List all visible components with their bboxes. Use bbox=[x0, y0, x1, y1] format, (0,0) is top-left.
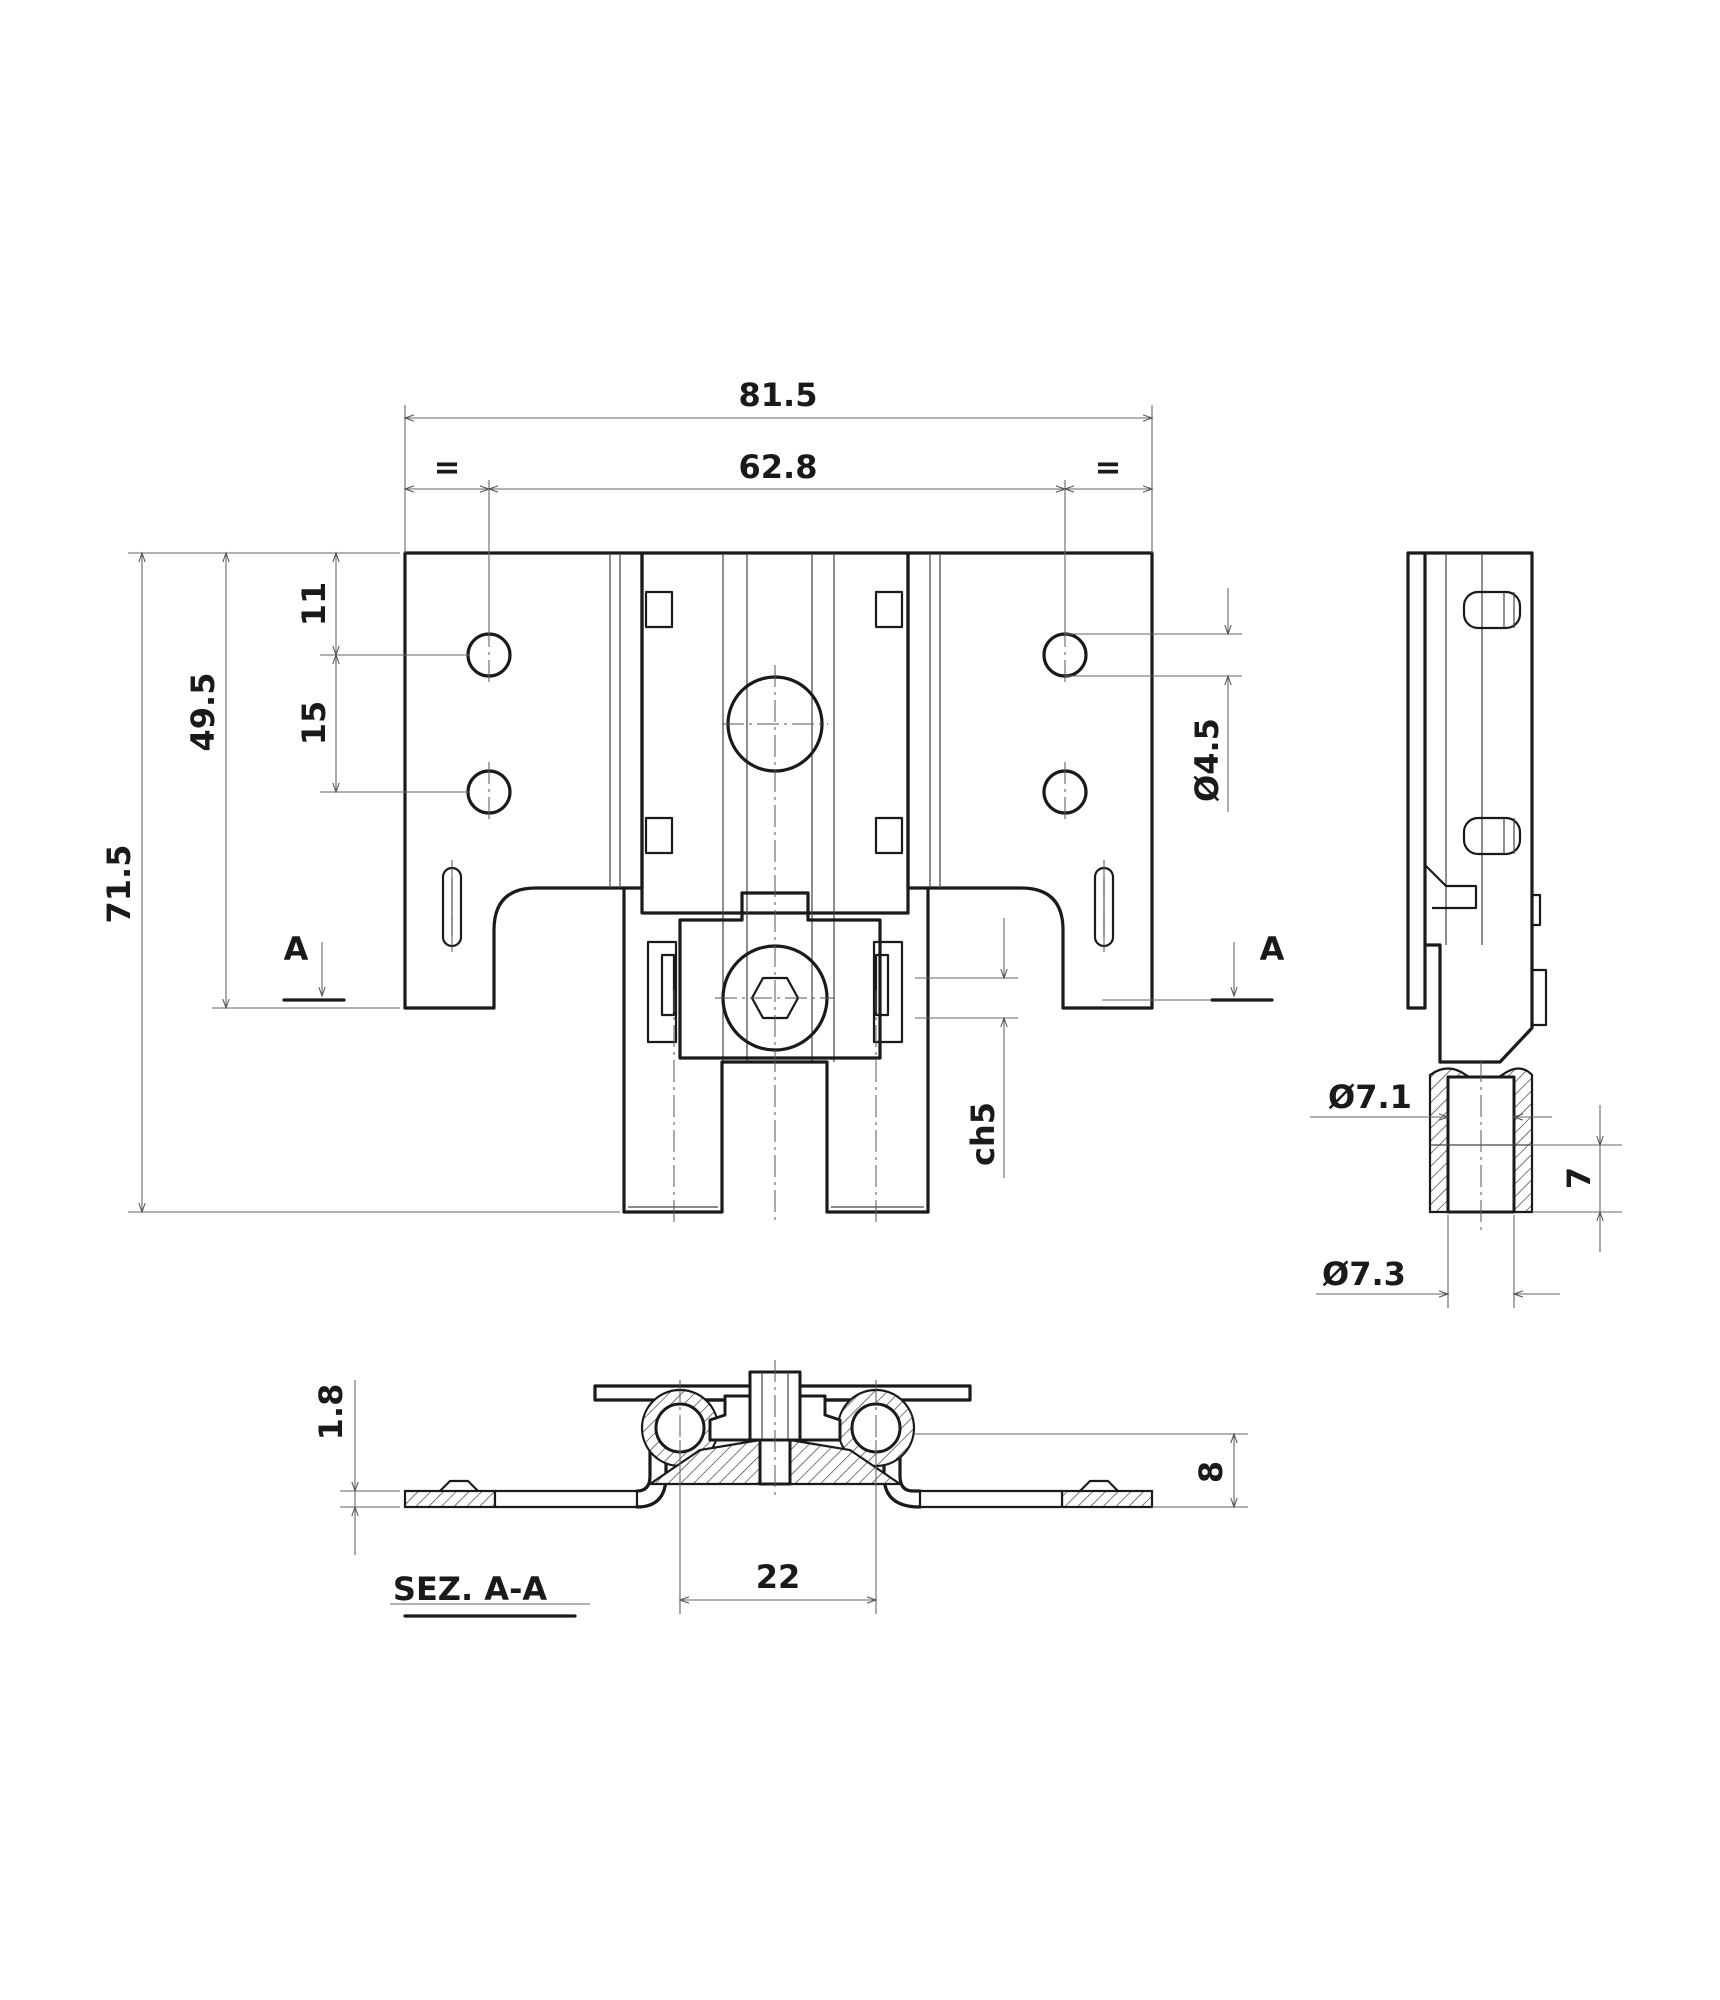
dim-equal-left: = bbox=[434, 448, 461, 486]
screw-block bbox=[678, 891, 882, 1060]
dim-height-to-section: 49.5 bbox=[184, 673, 222, 752]
dim-hole-spacing: 62.8 bbox=[739, 448, 818, 486]
dim-overall-width: 81.5 bbox=[739, 376, 818, 414]
dim-roller-width: 7 bbox=[1560, 1167, 1598, 1189]
dim-overall-height: 71.5 bbox=[100, 845, 138, 924]
section-dimensions: 1.8 8 22 SEZ. A-A bbox=[312, 1380, 1248, 1618]
dim-hex-key: ch5 bbox=[964, 1102, 1002, 1166]
side-dimensions: Ø7.1 7 Ø7.3 bbox=[1310, 1078, 1622, 1308]
front-dimensions: 81.5 62.8 = = 71.5 49.5 11 15 Ø4.5 bbox=[100, 376, 1285, 1214]
front-view bbox=[403, 551, 1154, 1225]
base-plate-right bbox=[1060, 1489, 1154, 1509]
dim-hole-offset-top: 11 bbox=[295, 582, 333, 627]
dim-wheel-spacing: 22 bbox=[756, 1558, 801, 1596]
section-marker-left: A bbox=[284, 930, 309, 968]
side-plate bbox=[1406, 551, 1427, 1010]
dim-axle-diameter: Ø7.3 bbox=[1322, 1255, 1406, 1293]
section-marker-right: A bbox=[1260, 930, 1285, 968]
dim-hole-pitch: 15 bbox=[295, 701, 333, 746]
section-view bbox=[403, 1360, 1154, 1509]
dim-section-height: 8 bbox=[1192, 1461, 1230, 1483]
side-view bbox=[1406, 551, 1548, 1232]
section-title: SEZ. A-A bbox=[393, 1570, 547, 1608]
left-mounting-plate bbox=[403, 551, 644, 1010]
base-plate-left bbox=[403, 1489, 497, 1509]
dim-equal-right: = bbox=[1095, 448, 1122, 486]
dim-plate-thickness: 1.8 bbox=[312, 1384, 350, 1441]
slot bbox=[644, 816, 674, 855]
right-mounting-plate bbox=[906, 551, 1154, 1010]
slot bbox=[644, 590, 674, 629]
slot bbox=[874, 816, 904, 855]
slot bbox=[874, 590, 904, 629]
dim-hole-diameter: Ø4.5 bbox=[1188, 718, 1226, 802]
dim-roller-diameter: Ø7.1 bbox=[1328, 1078, 1412, 1116]
